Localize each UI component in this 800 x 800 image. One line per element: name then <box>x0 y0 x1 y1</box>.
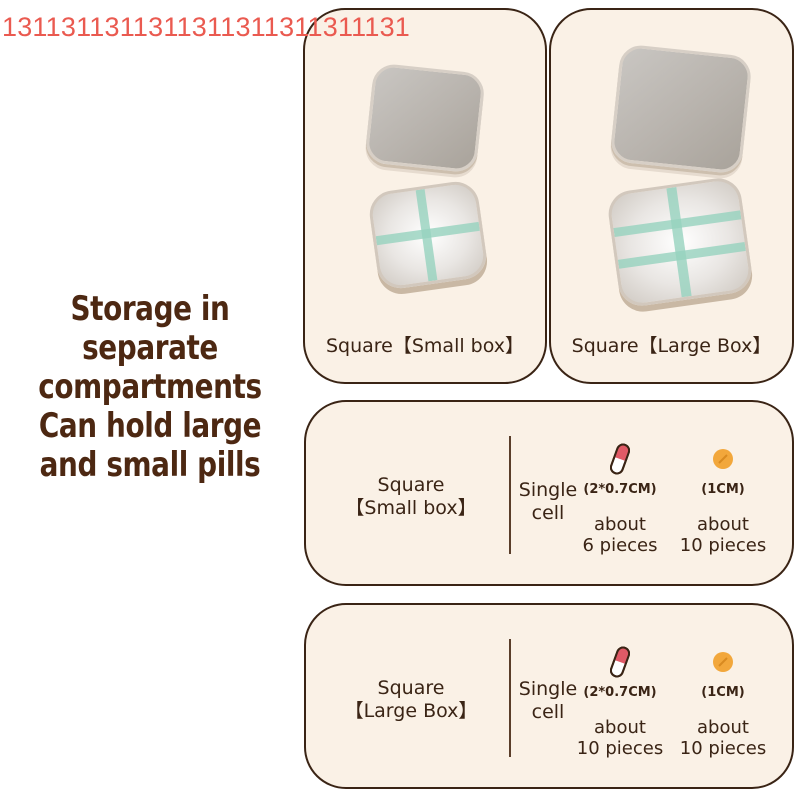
tablet-size: (1CM) <box>701 482 745 497</box>
capsule-icon <box>565 442 675 476</box>
headline-line: separate <box>82 328 218 368</box>
capacity-card-small-box: Square 【Small box】 Single cell (2*0.7CM)… <box>304 400 794 586</box>
capsule-size: (2*0.7CM) <box>583 685 657 700</box>
box-name: Square 【Large Box】 <box>326 677 496 723</box>
divider <box>509 639 511 757</box>
box-name-line: Square <box>377 474 445 496</box>
unit-line: cell <box>531 701 565 723</box>
tablet-capacity: (1CM) about 10 pieces <box>668 402 778 556</box>
unit-label: Single cell <box>514 678 582 724</box>
headline: Storage in separate compartments Can hol… <box>27 290 273 485</box>
tablet-capacity: (1CM) about 10 pieces <box>668 605 778 759</box>
headline-line: Storage in <box>70 289 230 329</box>
headline-line: and small pills <box>39 445 261 485</box>
capsule-quantity: about 6 pieces <box>565 514 675 556</box>
qty-line: 10 pieces <box>679 738 767 759</box>
qty-line: about <box>594 514 646 535</box>
tray-image <box>366 178 490 292</box>
tablet-icon <box>668 645 778 679</box>
qty-line: about <box>697 514 749 535</box>
box-name-line: Square <box>377 677 445 699</box>
tray-image <box>605 175 755 309</box>
product-card-small-box: Square【Small box】 <box>303 8 547 384</box>
tablet-quantity: about 10 pieces <box>668 717 778 759</box>
qty-line: about <box>594 717 646 738</box>
product-label: Square【Large Box】 <box>571 335 772 357</box>
unit-line: Single <box>518 479 578 501</box>
unit-line: Single <box>518 678 578 700</box>
box-name-line: 【Small box】 <box>345 497 477 519</box>
capacity-card-large-box: Square 【Large Box】 Single cell (2*0.7CM)… <box>304 603 794 789</box>
lid-image <box>609 43 753 175</box>
unit-label: Single cell <box>514 479 582 525</box>
qty-line: 6 pieces <box>582 535 658 556</box>
box-name-line: 【Large Box】 <box>344 700 478 722</box>
lid-image <box>364 62 486 174</box>
capsule-icon <box>565 645 675 679</box>
qty-line: 10 pieces <box>576 738 664 759</box>
capsule-quantity: about 10 pieces <box>565 717 675 759</box>
tablet-icon <box>668 442 778 476</box>
capsule-size: (2*0.7CM) <box>583 482 657 497</box>
qty-line: 10 pieces <box>679 535 767 556</box>
capsule-capacity: (2*0.7CM) about 10 pieces <box>565 605 675 759</box>
unit-line: cell <box>531 502 565 524</box>
watermark-text: 1311311311311311311311311131 <box>2 12 411 42</box>
headline-line: Can hold large <box>38 406 262 446</box>
capsule-capacity: (2*0.7CM) about 6 pieces <box>565 402 675 556</box>
divider <box>509 436 511 554</box>
product-card-large-box: Square【Large Box】 <box>549 8 794 384</box>
qty-line: about <box>697 717 749 738</box>
tablet-quantity: about 10 pieces <box>668 514 778 556</box>
headline-line: compartments <box>38 367 262 407</box>
product-label: Square【Small box】 <box>325 335 525 357</box>
tablet-size: (1CM) <box>701 685 745 700</box>
box-name: Square 【Small box】 <box>326 474 496 520</box>
